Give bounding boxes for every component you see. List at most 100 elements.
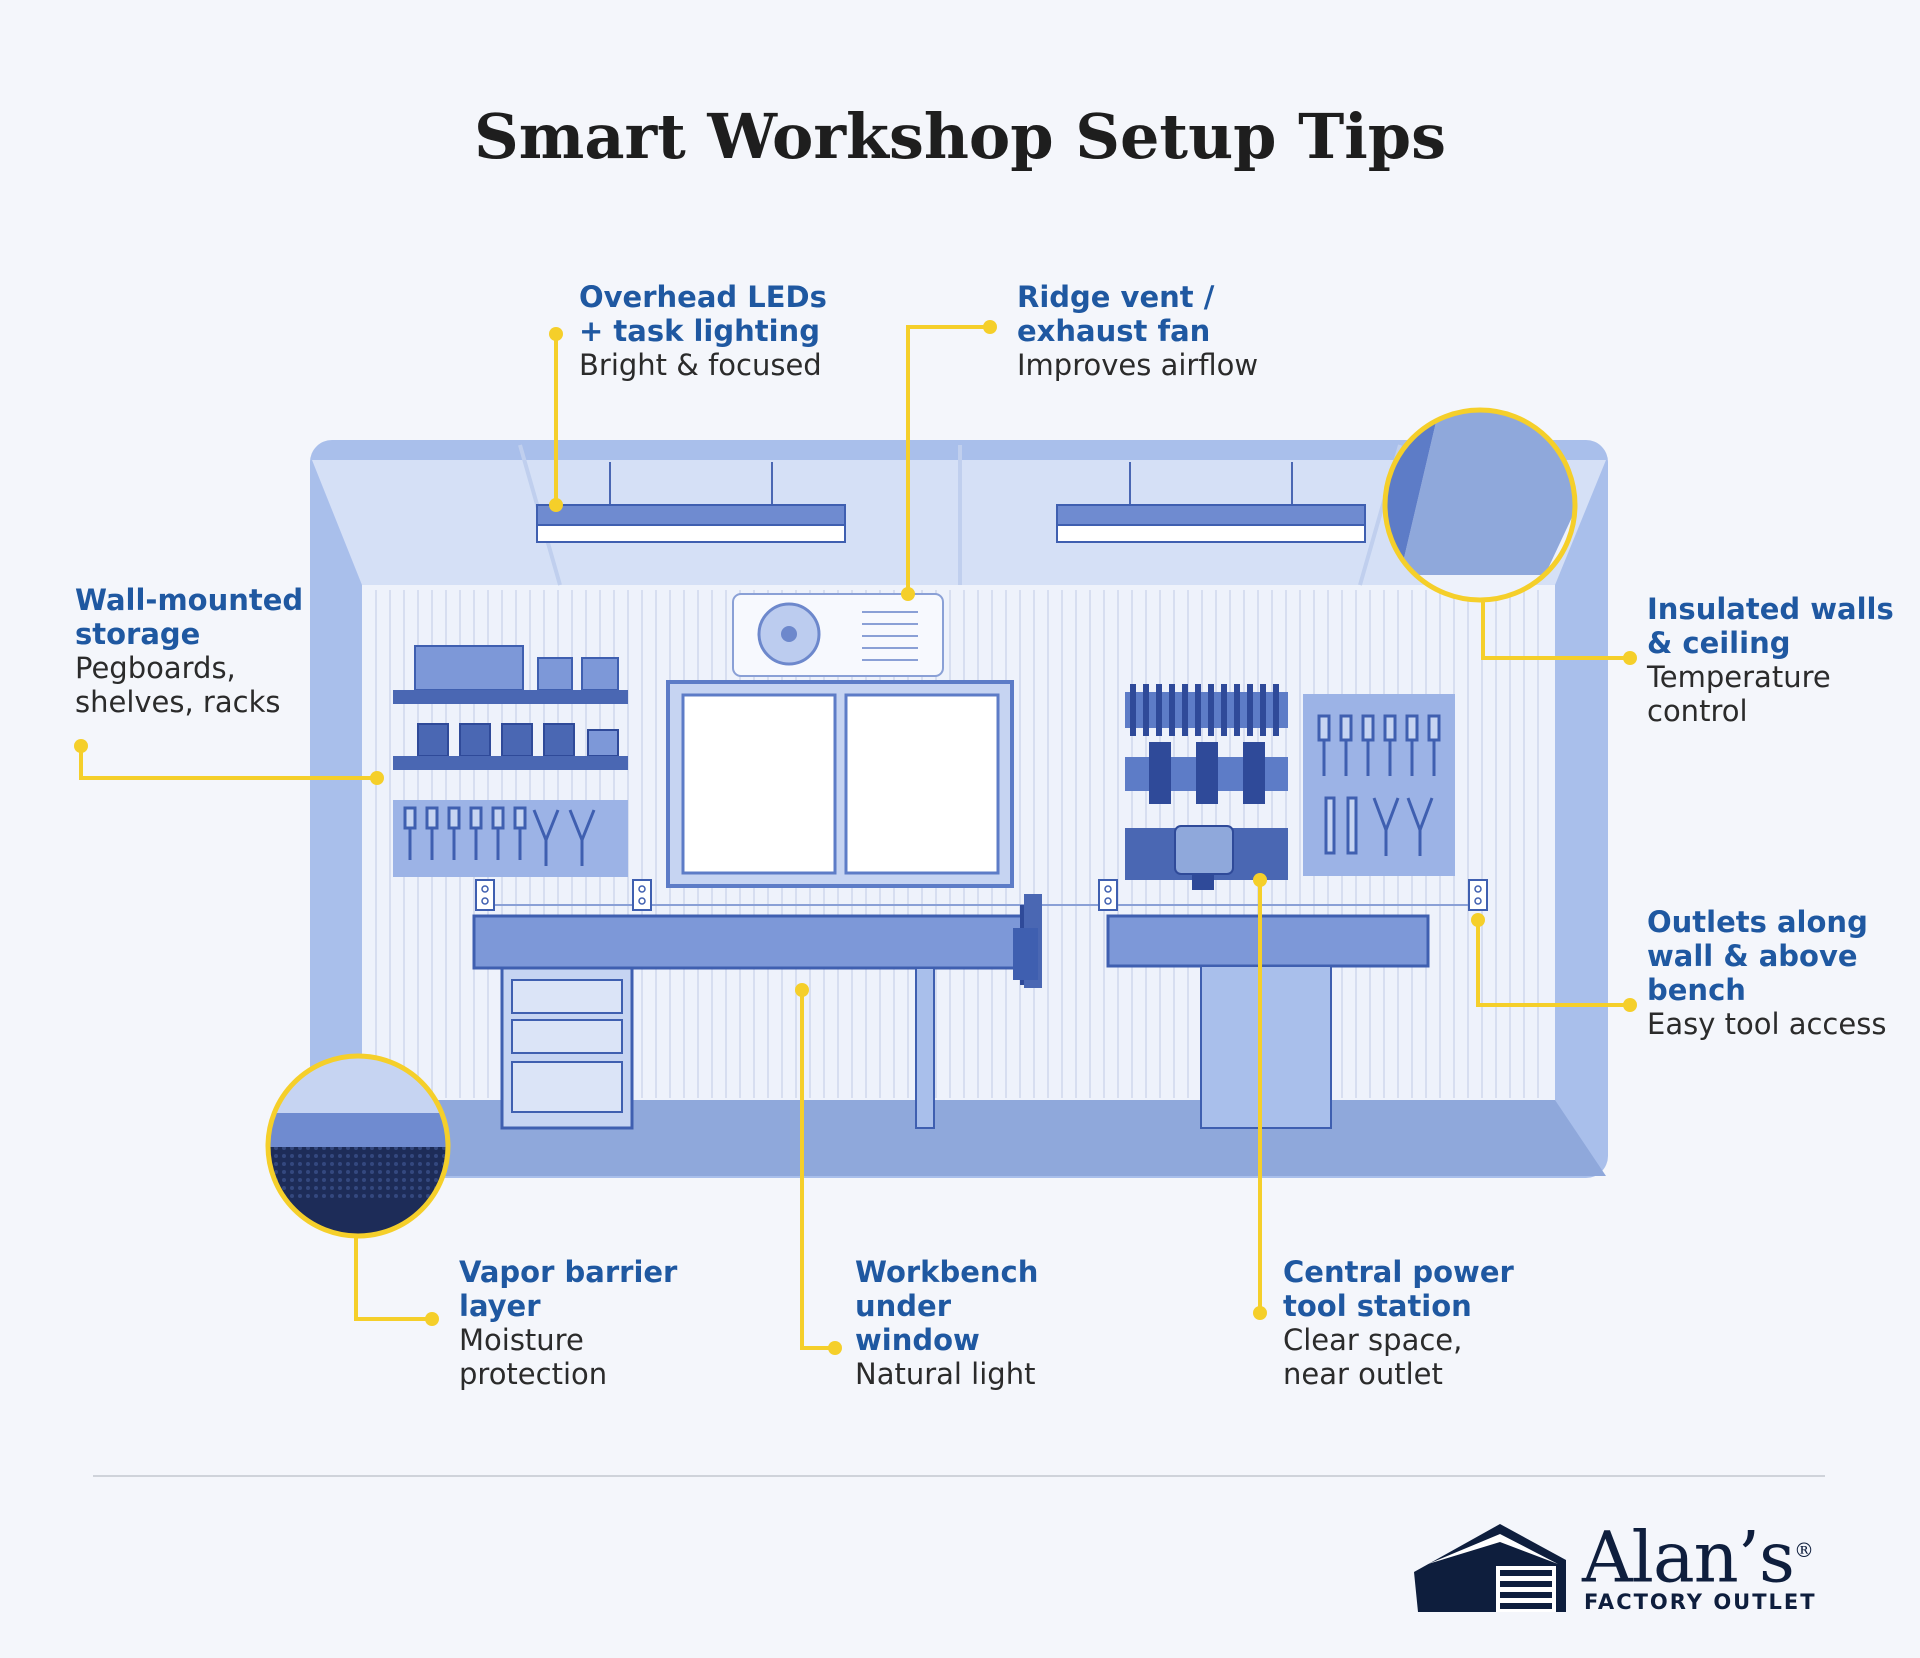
callout-detail: Moisture — [459, 1323, 584, 1357]
storage-bin — [543, 723, 575, 757]
screwdriver-handle — [1405, 714, 1419, 742]
workbench-left — [472, 894, 1042, 1130]
left-wall-storage — [393, 645, 628, 877]
leader-lines — [79, 325, 1630, 1350]
clamp-icon — [1260, 684, 1266, 736]
callout-detail: protection — [459, 1357, 608, 1391]
callout-detail: shelves, racks — [75, 685, 281, 719]
drawer — [511, 979, 623, 1014]
storage-bin — [459, 723, 491, 757]
callout-heading: under — [855, 1289, 952, 1323]
clamp-icon — [1156, 684, 1162, 736]
storage-bin — [537, 657, 573, 691]
callout-storage: Wall-mounted storage Pegboards, shelves,… — [75, 583, 303, 719]
callout-heading: exhaust fan — [1017, 314, 1211, 348]
tool-holder — [1149, 742, 1171, 804]
clamp-icon — [1273, 684, 1279, 736]
outlet-socket — [638, 897, 646, 905]
brand-name-text: Alan’s — [1582, 1516, 1795, 1599]
garage-icon — [1414, 1524, 1566, 1612]
outlet-socket — [638, 885, 646, 893]
screwdriver-handle — [1427, 714, 1441, 742]
callout-power: Central power tool station Clear space, … — [1283, 1255, 1514, 1391]
clamp-icon — [1143, 684, 1149, 736]
callout-outlets: Outlets along wall & above bench Easy to… — [1647, 905, 1886, 1041]
screwdriver-handle — [425, 806, 439, 830]
callout-heading: & ceiling — [1647, 626, 1791, 660]
callout-heading: Outlets along — [1647, 905, 1868, 939]
callout-detail: Temperature — [1647, 660, 1831, 694]
storage-bin — [501, 723, 533, 757]
callout-heading: bench — [1647, 973, 1746, 1007]
callout-detail: Bright & focused — [579, 348, 822, 382]
outlet-socket — [1104, 885, 1112, 893]
drawer — [511, 1061, 623, 1113]
callout-heading: Insulated walls — [1647, 592, 1894, 626]
callout-detail: Easy tool access — [1647, 1007, 1887, 1041]
screwdriver-handle — [1361, 714, 1375, 742]
callout-heading: storage — [75, 617, 201, 651]
callout-detail: Improves airflow — [1017, 348, 1259, 382]
shelf-lower — [393, 756, 628, 770]
outlet-socket — [1104, 897, 1112, 905]
outlets — [475, 879, 1488, 911]
callout-heading: Overhead LEDs — [579, 280, 827, 314]
callout-detail: Pegboards, — [75, 651, 236, 685]
drawer — [511, 1019, 623, 1054]
tool-holder — [1196, 742, 1218, 804]
storage-bin — [414, 645, 524, 691]
clamp-icon — [1247, 684, 1253, 736]
tool-holder — [1243, 742, 1265, 804]
callout-heading: window — [855, 1323, 980, 1357]
callout-detail: Clear space, — [1283, 1323, 1463, 1357]
storage-bin — [417, 723, 449, 757]
right-tool-area — [1125, 684, 1455, 890]
leader-outlets — [1476, 920, 1630, 1007]
brand-name: Alan’s® — [1582, 1510, 1814, 1599]
exhaust-fan — [732, 593, 944, 677]
callout-heading: Wall-mounted — [75, 583, 304, 617]
screwdriver-handle — [513, 806, 527, 830]
page-title: Smart Workshop Setup Tips — [473, 100, 1447, 173]
callout-insulation: Insulated walls & ceiling Temperature co… — [1647, 592, 1894, 728]
callout-detail: Natural light — [855, 1357, 1036, 1391]
storage-bin — [581, 657, 619, 691]
screwdriver-handle — [1339, 714, 1353, 742]
callout-vent: Ridge vent / exhaust fan Improves airflo… — [1017, 280, 1258, 382]
light-fixture-left — [536, 462, 846, 543]
leader-vent — [906, 325, 990, 594]
tool-handle — [1346, 796, 1358, 855]
pencil-cup — [587, 729, 619, 757]
callout-heading: layer — [459, 1289, 541, 1323]
clamp-icon — [1182, 684, 1188, 736]
outlet-socket — [1474, 885, 1482, 893]
leader-workbench — [800, 990, 835, 1350]
callout-heading: + task lighting — [579, 314, 820, 348]
callout-heading: wall & above — [1647, 939, 1858, 973]
callout-workbench: Workbench under window Natural light — [855, 1255, 1038, 1391]
leader-dots — [74, 320, 1637, 1355]
shelf-upper — [393, 690, 628, 704]
vapor-magnifier — [265, 1053, 451, 1239]
clamp-icon — [1221, 684, 1227, 736]
callout-heading: Vapor barrier — [459, 1255, 678, 1289]
tool-handle — [1324, 796, 1336, 855]
outlet-socket — [481, 897, 489, 905]
clamp-icon — [1130, 684, 1136, 736]
drill-icon — [1174, 825, 1234, 875]
brand-subtitle: FACTORY OUTLET — [1584, 1590, 1817, 1614]
outlet-icon — [632, 879, 652, 911]
leader-storage — [79, 746, 377, 780]
callout-vapor: Vapor barrier layer Moisture protection — [459, 1255, 677, 1391]
screwdriver-handle — [1317, 714, 1331, 742]
outlet-icon — [475, 879, 495, 911]
workbench-right — [1106, 914, 1430, 1129]
callout-heading: tool station — [1283, 1289, 1472, 1323]
screwdriver-handle — [1383, 714, 1397, 742]
screwdriver-handle — [447, 806, 461, 830]
brand-logo — [1414, 1524, 1566, 1612]
outlet-socket — [1474, 897, 1482, 905]
callout-heading: Workbench — [855, 1255, 1039, 1289]
leader-insulation — [1481, 598, 1630, 660]
